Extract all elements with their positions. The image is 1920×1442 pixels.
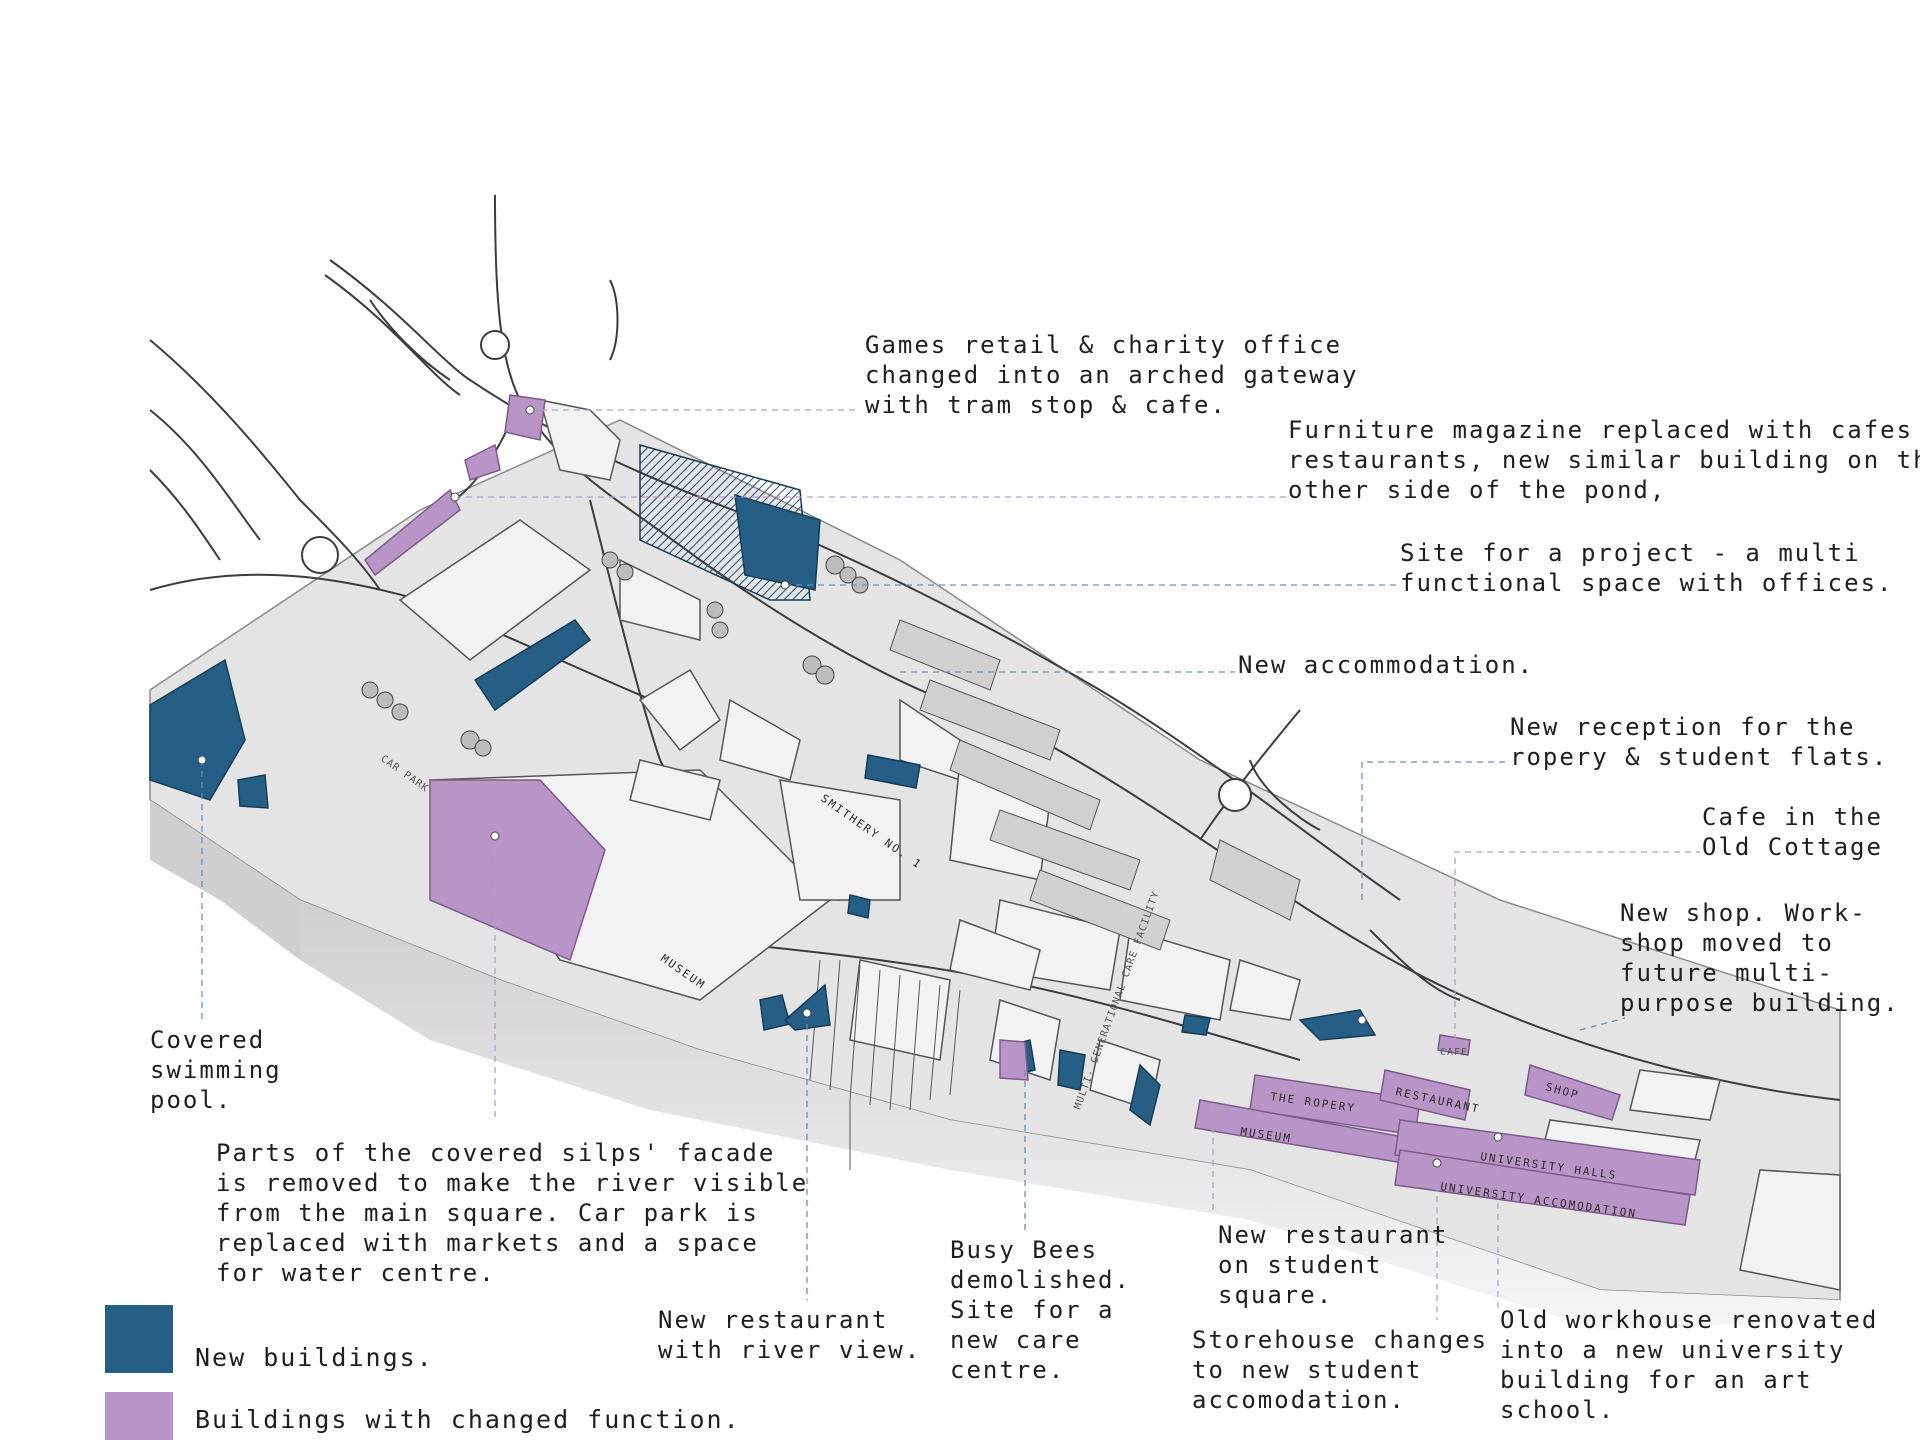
annotation-line: Site for a (950, 1296, 1115, 1324)
annotation-line: purpose building. (1620, 989, 1900, 1017)
annotation-line: New restaurant (1218, 1221, 1449, 1249)
changed-building-shop (1524, 1064, 1621, 1121)
annotation-old-workhouse: Old workhouse renovated into a new unive… (1500, 1305, 1878, 1425)
annotation-new-accommodation: New accommodation. (1238, 650, 1534, 680)
leader-lines (201, 409, 1700, 1320)
annotation-line: swimming (150, 1056, 282, 1084)
new-building-small-2 (847, 894, 871, 919)
annotation-line: new care (950, 1326, 1082, 1354)
annotation-line: Old Cottage (1702, 833, 1883, 861)
annotation-line: square. (1218, 1281, 1334, 1309)
annotation-line: New accommodation. (1238, 651, 1535, 679)
legend-swatch-new-buildings (105, 1305, 173, 1373)
changed-building-gateway-annex (464, 443, 501, 481)
changed-function-buildings (363, 394, 1701, 1226)
annotation-line: restaurants, new similar building on the (1288, 446, 1920, 474)
annotation-line: ropery & student flats. (1510, 743, 1889, 771)
new-building-pool-annex (237, 774, 269, 809)
legend-label-new-buildings: New buildings. (195, 1343, 434, 1372)
annotation-line: Old workhouse renovated (1500, 1306, 1879, 1334)
annotation-restaurant-river: New restaurant with river view. (658, 1305, 921, 1365)
annotation-covered-slips: Parts of the covered silps' facade is re… (216, 1138, 808, 1288)
annotation-line: into a new university (1500, 1336, 1846, 1364)
leader-reception (1361, 761, 1510, 900)
annotation-line: for water centre. (216, 1259, 496, 1287)
new-building-restaurant-river (783, 983, 831, 1031)
map-label-cafe: CAFE (1440, 1047, 1468, 1058)
annotation-line: Games retail & charity office (865, 331, 1343, 359)
annotation-swimming-pool: Covered swimming pool. (150, 1025, 282, 1115)
changed-building-university-accommodation (1394, 1149, 1691, 1226)
new-building-swimming-pool (149, 658, 246, 801)
annotation-line: functional space with offices. (1400, 569, 1894, 597)
annotation-line: New reception for the (1510, 713, 1856, 741)
annotation-line: on student (1218, 1251, 1383, 1279)
annotation-line: Storehouse changes (1192, 1326, 1489, 1354)
new-buildings (149, 444, 1377, 1127)
annotation-new-shop: New shop. Work- shop moved to future mul… (1620, 898, 1900, 1018)
changed-building-covered-slips (429, 779, 606, 962)
new-building-accommodation (864, 754, 921, 789)
annotation-line: from the main square. Car park is (216, 1199, 759, 1227)
annotation-furniture-magazine: Furniture magazine replaced with cafes &… (1288, 415, 1920, 505)
annotation-line: Covered (150, 1026, 266, 1054)
trees (361, 551, 869, 757)
annotation-cafe-old-cottage: Cafe in the Old Cottage (1702, 802, 1883, 862)
annotation-line: Busy Bees (950, 1236, 1099, 1264)
annotation-line: is removed to make the river visible (216, 1169, 809, 1197)
annotation-line: replaced with markets and a space (216, 1229, 759, 1257)
annotation-line: with river view. (658, 1336, 922, 1364)
leader-dots (197, 405, 1503, 1168)
leader-shop (1579, 1017, 1626, 1031)
changed-building-furniture (363, 488, 461, 577)
annotation-new-reception: New reception for the ropery & student f… (1510, 712, 1888, 772)
annotation-project-site: Site for a project - a multi functional … (1400, 538, 1893, 598)
annotation-line: Parts of the covered silps' facade (216, 1139, 776, 1167)
annotation-line: Site for a project - a multi (1400, 539, 1861, 567)
annotation-line: New restaurant (658, 1306, 889, 1334)
changed-building-care-centre (999, 1039, 1029, 1081)
terraced-housing (889, 619, 1301, 951)
annotation-storehouse: Storehouse changes to new student accomo… (1192, 1325, 1488, 1415)
new-building-care-3 (1129, 1063, 1161, 1127)
new-building-carpark-block (473, 619, 592, 712)
annotation-games-retail: Games retail & charity office changed in… (865, 330, 1358, 420)
changed-building-restaurant (1379, 1069, 1471, 1121)
annotation-line: centre. (950, 1356, 1066, 1384)
changed-building-university-halls (1394, 1119, 1701, 1196)
legend-label-changed-function: Buildings with changed function. (195, 1405, 741, 1434)
roundabouts (301, 330, 1252, 812)
new-building-east-block (734, 493, 821, 591)
annotation-line: other side of the pond, (1288, 476, 1667, 504)
annotation-line: school. (1500, 1396, 1616, 1424)
new-building-care-2 (1057, 1049, 1086, 1091)
annotation-line: shop moved to (1620, 929, 1834, 957)
annotation-restaurant-student: New restaurant on student square. (1218, 1220, 1448, 1310)
annotation-line: Furniture magazine replaced with cafes & (1288, 416, 1920, 444)
changed-building-gateway (504, 394, 546, 441)
annotation-line: to new student (1192, 1356, 1423, 1384)
slipways (809, 959, 961, 1170)
annotation-line: demolished. (950, 1266, 1131, 1294)
annotation-line: Cafe in the (1702, 803, 1883, 831)
new-building-reception (1181, 1014, 1211, 1036)
annotation-line: New shop. Work- (1620, 899, 1867, 927)
annotation-line: building for an art (1500, 1366, 1813, 1394)
annotation-line: future multi- (1620, 959, 1834, 987)
annotation-line: accomodation. (1192, 1386, 1406, 1414)
annotation-busy-bees: Busy Bees demolished. Site for a new car… (950, 1235, 1131, 1385)
annotation-line: pool. (150, 1086, 233, 1114)
annotation-line: changed into an arched gateway (865, 361, 1359, 389)
new-building-square (1298, 1009, 1377, 1041)
legend-swatch-changed-function (105, 1392, 173, 1440)
changed-building-cafe (1437, 1034, 1471, 1056)
annotation-line: with tram stop & cafe. (865, 391, 1227, 419)
leader-cafe (1454, 851, 1700, 1040)
